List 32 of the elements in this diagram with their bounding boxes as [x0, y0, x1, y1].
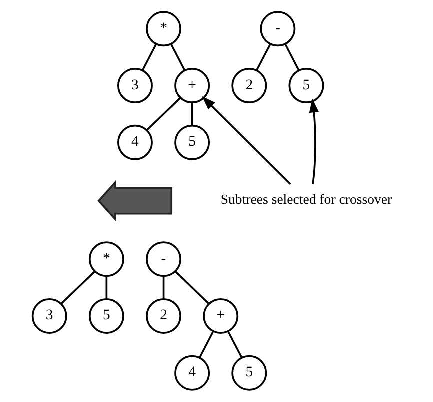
node-circle: 5 [288, 68, 324, 104]
connector [105, 276, 108, 300]
node-circle: 4 [174, 355, 210, 391]
node-circle: 3 [31, 298, 67, 334]
node-circle: - [146, 242, 182, 278]
connector [60, 271, 95, 305]
arrow [202, 96, 291, 185]
connector [190, 102, 193, 126]
node-circle: * [88, 242, 124, 278]
node-circle: 3 [117, 68, 152, 104]
node-circle: + [202, 298, 238, 334]
connector [170, 44, 186, 71]
node-text: Subtrees selected for crossover [220, 192, 392, 208]
node-arrow [97, 180, 172, 222]
connector [227, 331, 242, 358]
connector [198, 331, 214, 358]
arrow [308, 98, 318, 184]
node-circle: * [146, 11, 182, 47]
node-circle: 2 [231, 68, 267, 104]
node-circle: 5 [88, 298, 124, 334]
node-circle: 5 [174, 124, 210, 160]
node-circle: 2 [146, 298, 182, 334]
connector [141, 44, 157, 71]
connector [284, 44, 300, 71]
node-circle: 4 [117, 124, 152, 160]
connector [162, 276, 164, 300]
connector [174, 271, 210, 305]
connector [256, 44, 271, 71]
node-circle: 5 [231, 355, 267, 391]
connector [146, 97, 181, 131]
node-circle: + [174, 68, 210, 104]
node-circle: - [260, 11, 296, 47]
